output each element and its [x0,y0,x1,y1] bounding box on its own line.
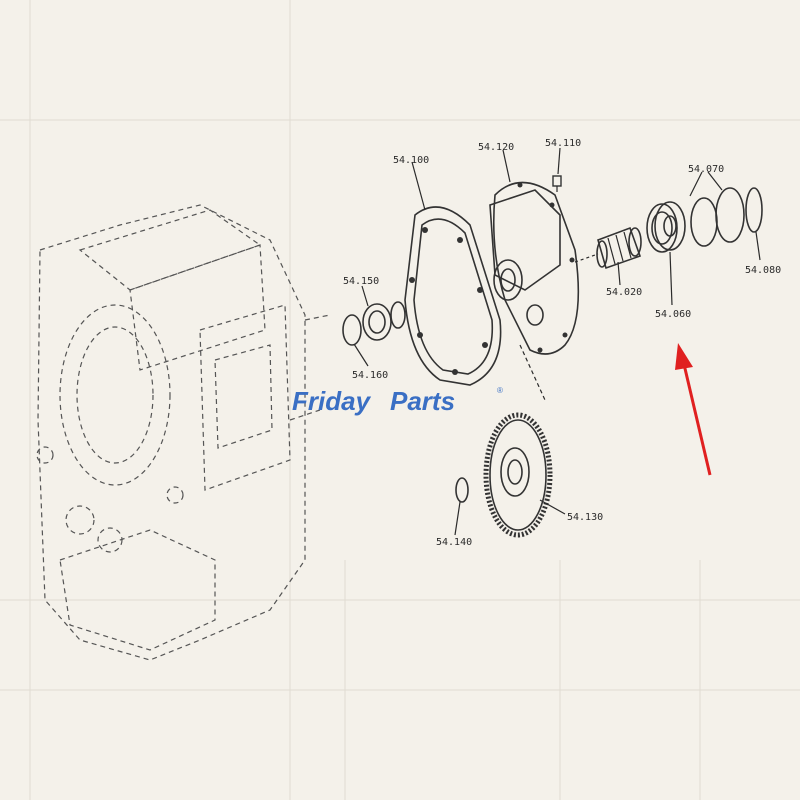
bearing-54-060 [646,201,686,253]
label-54-120: 54.120 [478,142,514,153]
brand-friday: Friday [292,386,372,416]
bearing-54-150 [342,301,406,346]
brand-registered: ® [497,386,503,395]
label-54-100: 54.100 [393,155,429,166]
label-54-080: 54.080 [745,265,781,276]
cover-54-120 [489,181,580,401]
gasket-54-100 [404,206,502,386]
label-54-130: 54.130 [567,512,603,523]
shaft-54-020 [574,226,642,270]
transmission-housing [36,204,331,661]
label-54-060: 54.060 [655,309,691,320]
red-arrow-indicator [675,343,712,476]
label-54-020: 54.020 [606,287,642,298]
brand-parts: Parts [390,386,455,416]
leader-lines [353,147,761,536]
ring-54-140 [455,477,469,503]
gear-54-130 [483,412,553,538]
label-54-160: 54.160 [352,370,388,381]
brand-watermark: Friday Parts ® [292,386,503,416]
label-54-110: 54.110 [545,138,581,149]
rings-54-070-080 [690,187,763,247]
label-54-150: 54.150 [343,276,379,287]
label-54-140: 54.140 [436,537,472,548]
bolt-54-110 [552,175,562,192]
part-labels: 54.100 54.120 54.110 54.070 54.080 54.02… [343,138,781,548]
label-54-070: 54.070 [688,164,724,175]
